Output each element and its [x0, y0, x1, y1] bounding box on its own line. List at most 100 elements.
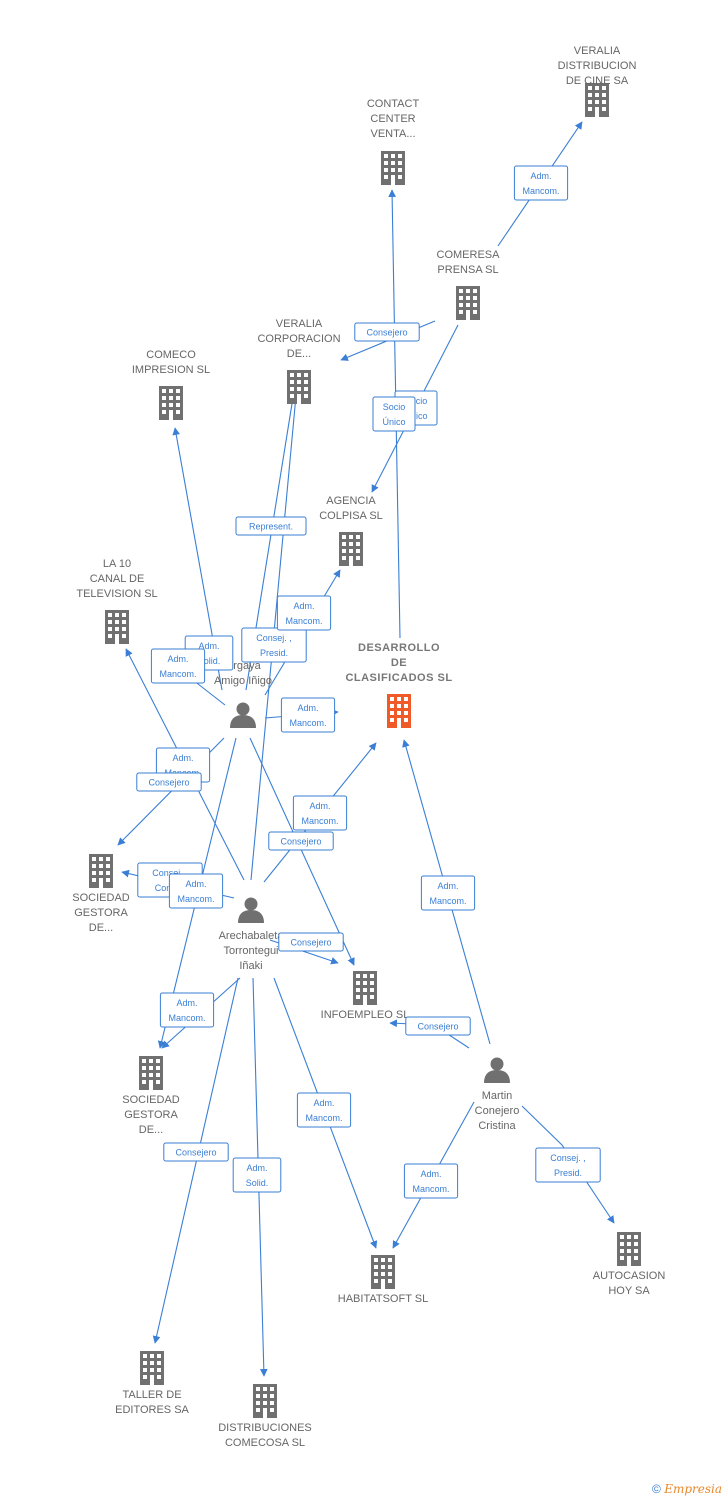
node-veralia_dist[interactable]: VERALIA DISTRIBUCION DE CINE SA	[558, 45, 637, 117]
node-label[interactable]: AUTOCASION	[593, 1270, 666, 1282]
node-label[interactable]: EDITORES SA	[115, 1404, 189, 1416]
building-icon[interactable]	[287, 370, 311, 404]
edge-label-arech-taller[interactable]: Consejero	[163, 1142, 229, 1162]
node-label[interactable]: DE...	[287, 348, 311, 360]
person-icon[interactable]	[238, 897, 264, 924]
node-sociedad_gestora_2[interactable]: SOCIEDAD GESTORA DE...	[122, 1056, 180, 1136]
building-icon[interactable]	[381, 151, 405, 185]
person-icon[interactable]	[230, 702, 256, 729]
node-label[interactable]: HABITATSOFT SL	[338, 1293, 428, 1305]
building-icon[interactable]	[371, 1255, 395, 1289]
edge-label-urgaya-sg1[interactable]: Consejero	[136, 772, 202, 792]
node-label[interactable]: DISTRIBUCION	[558, 60, 637, 72]
node-label[interactable]: VENTA...	[370, 128, 415, 140]
node-label[interactable]: SOCIEDAD	[72, 892, 130, 904]
node-label[interactable]: GESTORA	[74, 907, 128, 919]
edge-label-martin-autocasion[interactable]: Consej. ,Presid.	[535, 1147, 601, 1183]
edge-label-arech-desarrollo[interactable]: Adm.Mancom.	[292, 795, 348, 831]
node-label[interactable]: VERALIA	[574, 45, 621, 57]
edge-label-martin-infoempleo[interactable]: Consejero	[405, 1016, 471, 1036]
node-label[interactable]: Conejero	[475, 1105, 520, 1117]
edge-label-urgaya-desarrollo[interactable]: Adm.Mancom.	[280, 697, 336, 733]
edge-label-arech-sg2[interactable]: Adm.Mancom.	[159, 992, 215, 1028]
node-label[interactable]: Arechabaleta	[219, 930, 285, 942]
building-icon[interactable]	[253, 1384, 277, 1418]
node-label[interactable]: AGENCIA	[326, 495, 376, 507]
edge-label-arech-sg1[interactable]: Adm.Mancom.	[168, 873, 224, 909]
person-icon[interactable]	[484, 1057, 510, 1084]
node-label[interactable]: COMECO	[146, 349, 196, 361]
edge-label-arech-distribuciones[interactable]: Adm.Solid.	[232, 1157, 282, 1193]
edge-label-arech-habitatsoft[interactable]: Adm.Mancom.	[296, 1092, 352, 1128]
node-label[interactable]: DESARROLLO	[358, 642, 440, 654]
node-contact_center[interactable]: CONTACT CENTER VENTA...	[367, 98, 420, 185]
node-label[interactable]: PRENSA SL	[437, 264, 498, 276]
edge-label-urgaya-veralia_corp[interactable]: Represent.	[235, 516, 307, 536]
node-infoempleo[interactable]: INFOEMPLEO SL	[321, 971, 410, 1021]
node-label[interactable]: IMPRESION SL	[132, 364, 210, 376]
node-label[interactable]: Urgaya	[225, 660, 261, 672]
building-icon[interactable]	[159, 386, 183, 420]
edge-label-urgaya-infoempleo[interactable]: Consejero	[268, 831, 334, 851]
node-agencia_colpisa[interactable]: AGENCIA COLPISA SL	[319, 495, 383, 566]
node-label[interactable]: DE	[391, 657, 407, 669]
building-icon[interactable]	[387, 694, 411, 728]
edge-label-arech-infoempleo[interactable]: Consejero	[278, 932, 344, 952]
node-taller[interactable]: TALLER DE EDITORES SA	[115, 1351, 190, 1416]
node-desarrollo[interactable]: DESARROLLO DE CLASIFICADOS SL	[345, 642, 452, 728]
node-label[interactable]: Torrontegui	[223, 945, 278, 957]
building-icon[interactable]	[617, 1232, 641, 1266]
edge-label-martin-desarrollo[interactable]: Adm.Mancom.	[420, 875, 476, 911]
building-icon[interactable]	[456, 286, 480, 320]
building-icon[interactable]	[105, 610, 129, 644]
edge-label-urgaya-la10[interactable]: Adm.Mancom.	[150, 648, 206, 684]
node-habitatsoft[interactable]: HABITATSOFT SL	[338, 1255, 428, 1305]
node-label[interactable]: CANAL DE	[90, 573, 145, 585]
node-label[interactable]: CLASIFICADOS SL	[345, 672, 452, 684]
edge-label-urgaya-agencia[interactable]: Adm.Mancom.	[276, 595, 332, 631]
building-icon[interactable]	[139, 1056, 163, 1090]
edge-label-martin-habitatsoft[interactable]: Adm.Mancom.	[403, 1163, 459, 1199]
node-label[interactable]: GESTORA	[124, 1109, 178, 1121]
node-label[interactable]: CORPORACION	[257, 333, 340, 345]
building-icon[interactable]	[140, 1351, 164, 1385]
building-icon[interactable]	[339, 532, 363, 566]
node-label[interactable]: TELEVISION SL	[76, 588, 157, 600]
edge-label-comeresa-veralia_corp[interactable]: Consejero	[354, 322, 420, 342]
node-label[interactable]: COLPISA SL	[319, 510, 383, 522]
node-label[interactable]: SOCIEDAD	[122, 1094, 180, 1106]
node-veralia_corp[interactable]: VERALIA CORPORACION DE...	[257, 318, 341, 404]
building-icon[interactable]	[353, 971, 377, 1005]
node-label[interactable]: Amigo Iñigo	[214, 675, 272, 687]
node-sociedad_gestora_1[interactable]: SOCIEDAD GESTORA DE...	[72, 854, 130, 934]
node-label[interactable]: Martin	[482, 1090, 513, 1102]
node-distribuciones[interactable]: DISTRIBUCIONES COMECOSA SL	[218, 1384, 312, 1449]
node-label[interactable]: INFOEMPLEO SL	[321, 1009, 410, 1021]
node-label[interactable]: DE CINE SA	[566, 75, 629, 87]
brand-logo[interactable]: Empresia	[664, 1482, 722, 1496]
node-comeco[interactable]: COMECO IMPRESION SL	[132, 349, 210, 420]
building-icon[interactable]	[89, 854, 113, 888]
node-label[interactable]: CENTER	[370, 113, 415, 125]
node-label[interactable]: COMECOSA SL	[225, 1437, 305, 1449]
node-label[interactable]: CONTACT	[367, 98, 420, 110]
node-label[interactable]: LA 10	[103, 558, 131, 570]
node-label[interactable]: TALLER DE	[122, 1389, 181, 1401]
edge-label-comeresa-veralia_dist[interactable]: Adm.Mancom.	[513, 165, 569, 201]
building-icon[interactable]	[585, 83, 609, 117]
node-comeresa[interactable]: COMERESA PRENSA SL	[437, 249, 501, 320]
node-label[interactable]: COMERESA	[437, 249, 501, 261]
node-label[interactable]: DE...	[89, 922, 113, 934]
edge-label-arech-veralia_corp[interactable]: Consej. ,Presid.	[241, 627, 307, 663]
node-label[interactable]: HOY SA	[608, 1285, 650, 1297]
node-label[interactable]: VERALIA	[276, 318, 323, 330]
node-autocasion[interactable]: AUTOCASION HOY SA	[593, 1232, 666, 1297]
node-label[interactable]: DISTRIBUCIONES	[218, 1422, 312, 1434]
node-label[interactable]: DE...	[139, 1124, 163, 1136]
node-la10[interactable]: LA 10 CANAL DE TELEVISION SL	[76, 558, 158, 644]
node-label[interactable]: Iñaki	[239, 960, 262, 972]
node-label[interactable]: Cristina	[478, 1120, 516, 1132]
